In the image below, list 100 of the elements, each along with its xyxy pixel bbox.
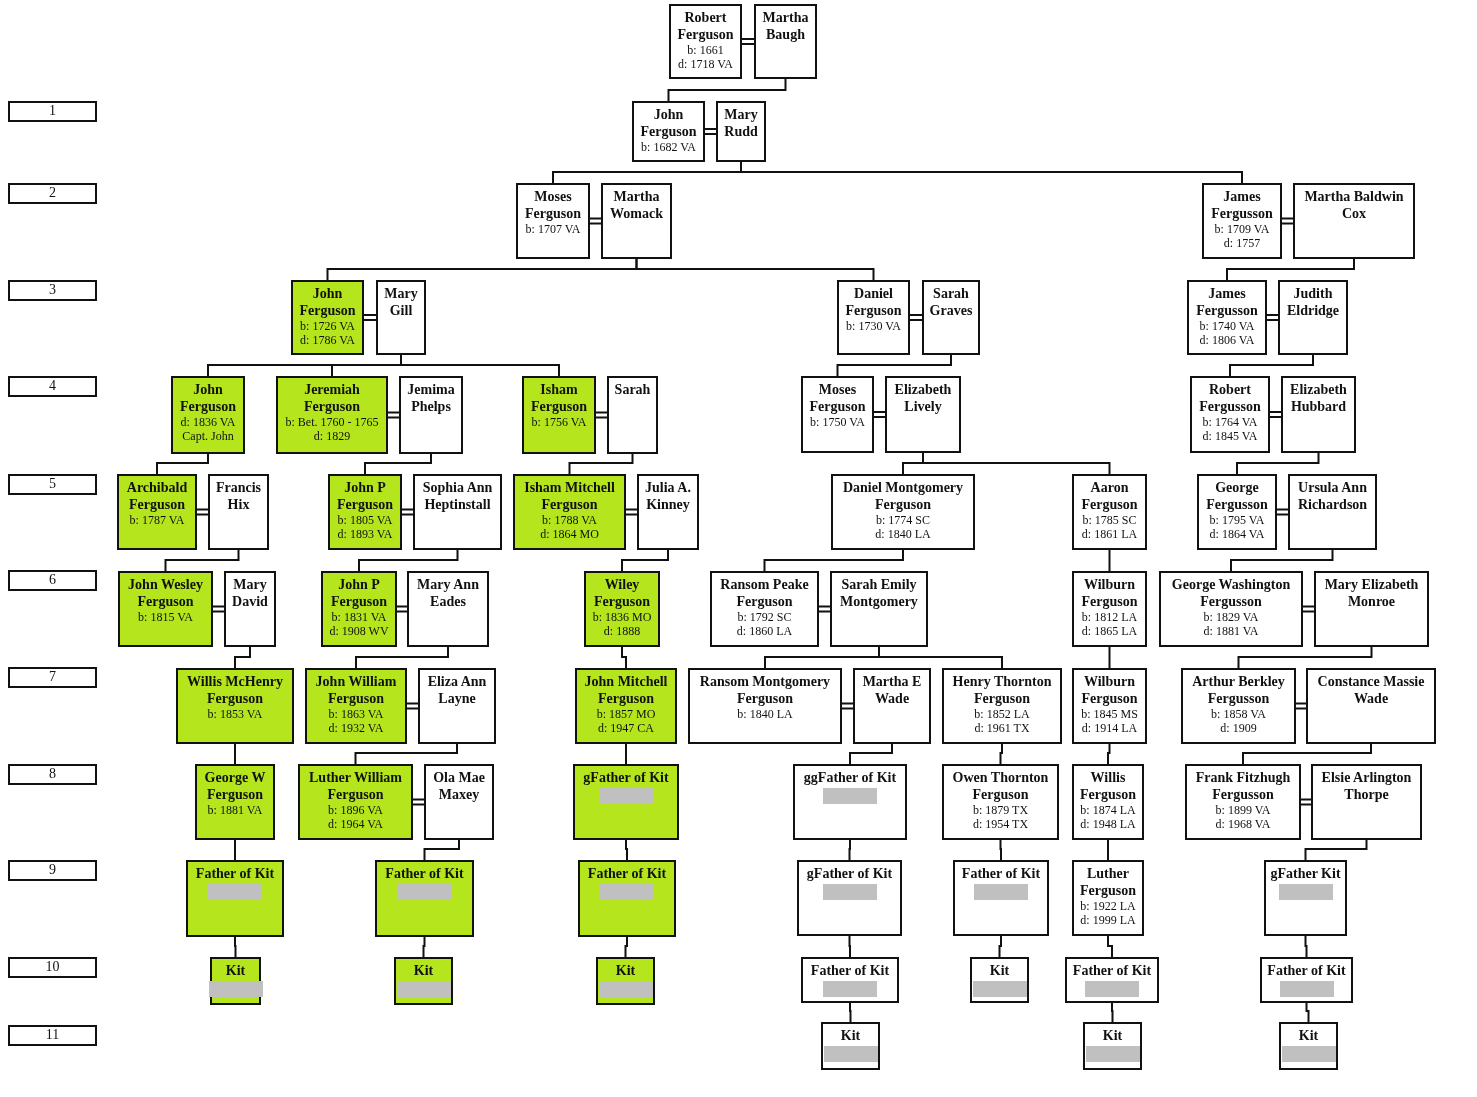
descent-line [423,839,460,861]
descent-line [922,452,1111,475]
person-detail: Capt. John [182,429,234,443]
person-detail: b: 1785 SC [1082,513,1137,527]
person-detail: b: 1682 VA [641,140,696,154]
descent-line [1111,1002,1114,1023]
marriage-connector [406,702,419,710]
person-detail: d: 1836 VA [180,415,236,429]
marriage-connector [818,605,831,613]
marriage-connector [589,217,602,225]
person-box [171,376,245,454]
person-name: George Fergusson [1205,479,1269,513]
descent-line [667,78,787,102]
descent-line [1242,743,1372,765]
person-name: Kit [989,962,1010,979]
person-name: Willis McHenry Ferguson [186,673,284,707]
person-name: Mary Ann Eades [416,576,480,610]
person-detail: d: 1961 TX [974,721,1030,735]
descent-line [848,935,851,958]
person-detail: d: 1999 LA [1080,913,1136,927]
descent-line [234,646,251,669]
person-name: Owen Thornton Ferguson [951,769,1050,803]
marriage-connector [401,508,414,516]
person-detail: d: 1860 LA [736,624,793,638]
generation-box [8,860,97,881]
person-name: Elizabeth Lively [893,381,953,415]
generation-number: 7 [49,669,56,685]
person-box [754,4,817,79]
person-detail: b: 1845 MS [1081,707,1138,721]
person-name: Isham Ferguson [530,381,588,415]
person-box [793,764,907,840]
person-detail: b: 1709 VA [1214,222,1270,236]
marriage-connector [909,314,923,321]
person-name: Aaron Ferguson [1080,479,1139,513]
person-detail: b: 1896 VA [328,803,383,817]
person-detail: b: 1836 MO [592,610,652,624]
marriage-connector [841,702,854,710]
generation-number: 11 [45,1027,60,1043]
person-name: Kit [413,962,434,979]
person-name: Robert Fergusson [1198,381,1262,415]
person-detail: b: 1764 VA [1202,415,1258,429]
marriage-connector [741,38,755,45]
person-name: Moses Ferguson [808,381,867,415]
person-name: Kit [1102,1027,1123,1044]
generation-box [8,957,97,978]
person-detail: b: 1863 VA [328,707,384,721]
generation-number: 1 [49,103,56,119]
person-detail: d: 1954 TX [972,817,1029,831]
person-name: Ransom Montgomery Ferguson [698,673,832,707]
person-box [298,764,413,840]
person-name: John Wesley Ferguson [127,576,204,610]
person-name: Francis Hix [214,479,263,513]
person-detail: d: 1908 WV [329,624,389,638]
person-box [637,474,699,550]
person-box [716,101,766,162]
person-detail: b: 1815 VA [138,610,193,624]
person-box [1185,764,1301,840]
person-detail: d: 1865 LA [1081,624,1138,638]
descent-line [1108,646,1111,669]
person-box [853,668,931,744]
person-box [1264,860,1347,936]
person-name: James Fergusson [1210,188,1274,222]
descent-line [1229,354,1314,377]
person-name: Kit [840,1027,861,1044]
marriage-connector [396,605,408,613]
person-box [375,860,474,937]
descent-line [1236,452,1320,475]
person-name: Eliza Ann Layne [426,673,488,707]
person-name: Mary Elizabeth Monroe [1323,576,1420,610]
person-detail: b: 1840 LA [737,707,793,721]
person-box [376,280,426,355]
person-detail: b: 1831 VA [331,610,387,624]
generation-box [8,474,97,495]
person-name: Ransom Peake Ferguson [719,576,810,610]
person-detail: d: 1864 VA [1209,527,1265,541]
person-name: Constance Massie Wade [1316,673,1426,707]
person-box [573,764,679,840]
person-box [1293,183,1415,259]
generation-box [8,1025,97,1046]
person-detail: b: 1852 LA [974,707,1030,721]
person-detail: d: 1829 [313,429,351,443]
descent-line [364,453,432,475]
person-name: Elizabeth Hubbard [1289,381,1348,415]
person-detail: d: 1845 VA [1202,429,1258,443]
person-name: Father of Kit [587,865,667,882]
descent-line [234,743,236,765]
descent-line [1305,1002,1310,1023]
person-box [1072,668,1147,744]
marriage-connector [1281,217,1294,225]
person-detail: d: 1864 MO [540,527,599,541]
descent-line [624,936,628,958]
descent-line [1107,935,1113,958]
person-name: Ola Mae Maxey [432,769,486,803]
person-box [584,571,660,647]
person-name: Archibald Ferguson [125,479,189,513]
person-detail: b: 1857 MO [596,707,656,721]
marriage-connector [387,411,400,419]
person-box [1159,571,1303,647]
person-detail: b: 1707 VA [525,222,581,236]
person-name: Kit [615,962,636,979]
